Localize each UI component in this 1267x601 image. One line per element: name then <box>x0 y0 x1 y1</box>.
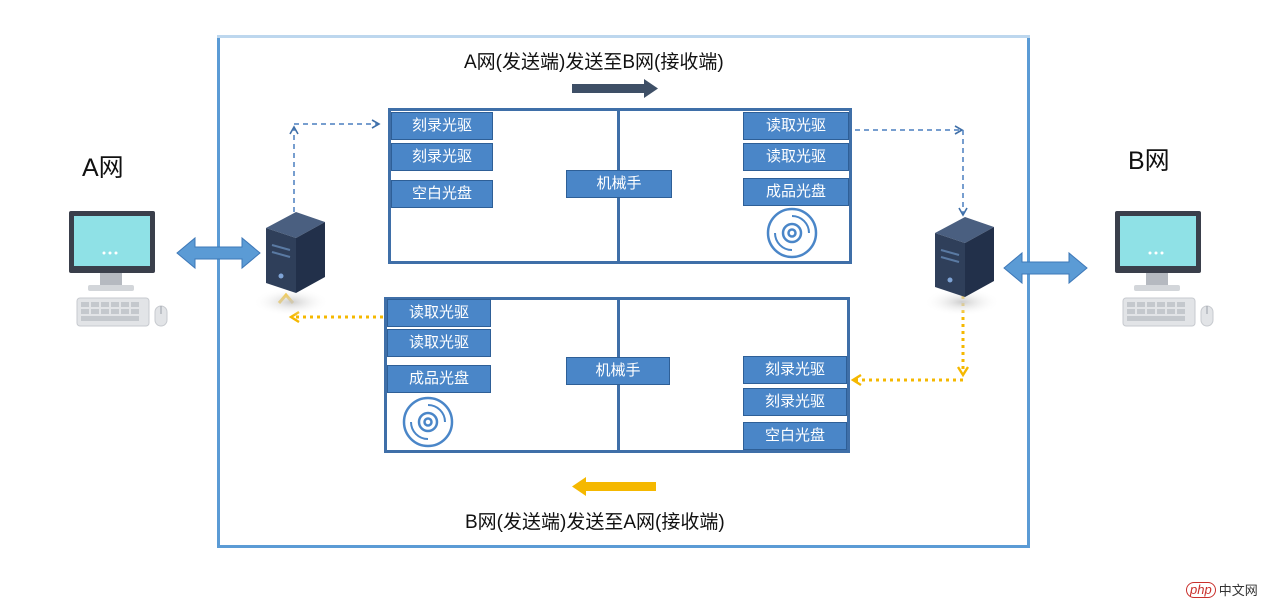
top-robot-arm: 机械手 <box>566 170 672 198</box>
bottom-dotted-path-right <box>853 296 963 380</box>
top-right-slot-3: 成品光盘 <box>743 178 849 206</box>
network-a-label: A网 <box>82 154 124 182</box>
watermark-site: 中文网 <box>1218 583 1258 598</box>
bottom-right-slot-1: 刻录光驱 <box>743 356 847 384</box>
watermark: php 中文网 <box>1186 580 1258 599</box>
top-left-slot-1: 刻录光驱 <box>391 112 493 140</box>
disc-icon <box>766 207 818 259</box>
bottom-left-slot-3: 成品光盘 <box>387 365 491 393</box>
top-right-slot-1: 读取光驱 <box>743 112 849 140</box>
bottom-robot-arm: 机械手 <box>566 357 670 385</box>
bottom-left-slot-2: 读取光驱 <box>387 329 491 357</box>
top-left-slot-2: 刻录光驱 <box>391 143 493 171</box>
server-icon <box>253 212 329 316</box>
direction-arrow-a-to-b <box>572 79 658 98</box>
link-arrow-a <box>176 236 261 270</box>
top-dashed-path-right <box>855 125 968 217</box>
bottom-right-slot-2: 刻录光驱 <box>743 388 847 416</box>
bottom-left-slot-1: 读取光驱 <box>387 299 491 327</box>
link-arrow-b <box>1003 251 1088 285</box>
bottom-caption: B网(发送端)发送至A网(接收端) <box>465 512 725 533</box>
desktop-computer-icon <box>69 211 168 327</box>
top-left-slot-3: 空白光盘 <box>391 180 493 208</box>
watermark-php: php <box>1186 581 1216 598</box>
outer-frame-top-edge <box>217 35 1030 38</box>
top-dashed-path-left <box>289 119 381 212</box>
top-caption: A网(发送端)发送至B网(接收端) <box>464 52 724 73</box>
desktop-computer-icon <box>1115 211 1214 327</box>
server-icon <box>924 217 1000 316</box>
bottom-right-slot-3: 空白光盘 <box>743 422 847 450</box>
network-b-label: B网 <box>1128 147 1170 175</box>
top-right-slot-2: 读取光驱 <box>743 143 849 171</box>
direction-arrow-b-to-a <box>572 477 656 496</box>
disc-icon <box>402 396 454 448</box>
